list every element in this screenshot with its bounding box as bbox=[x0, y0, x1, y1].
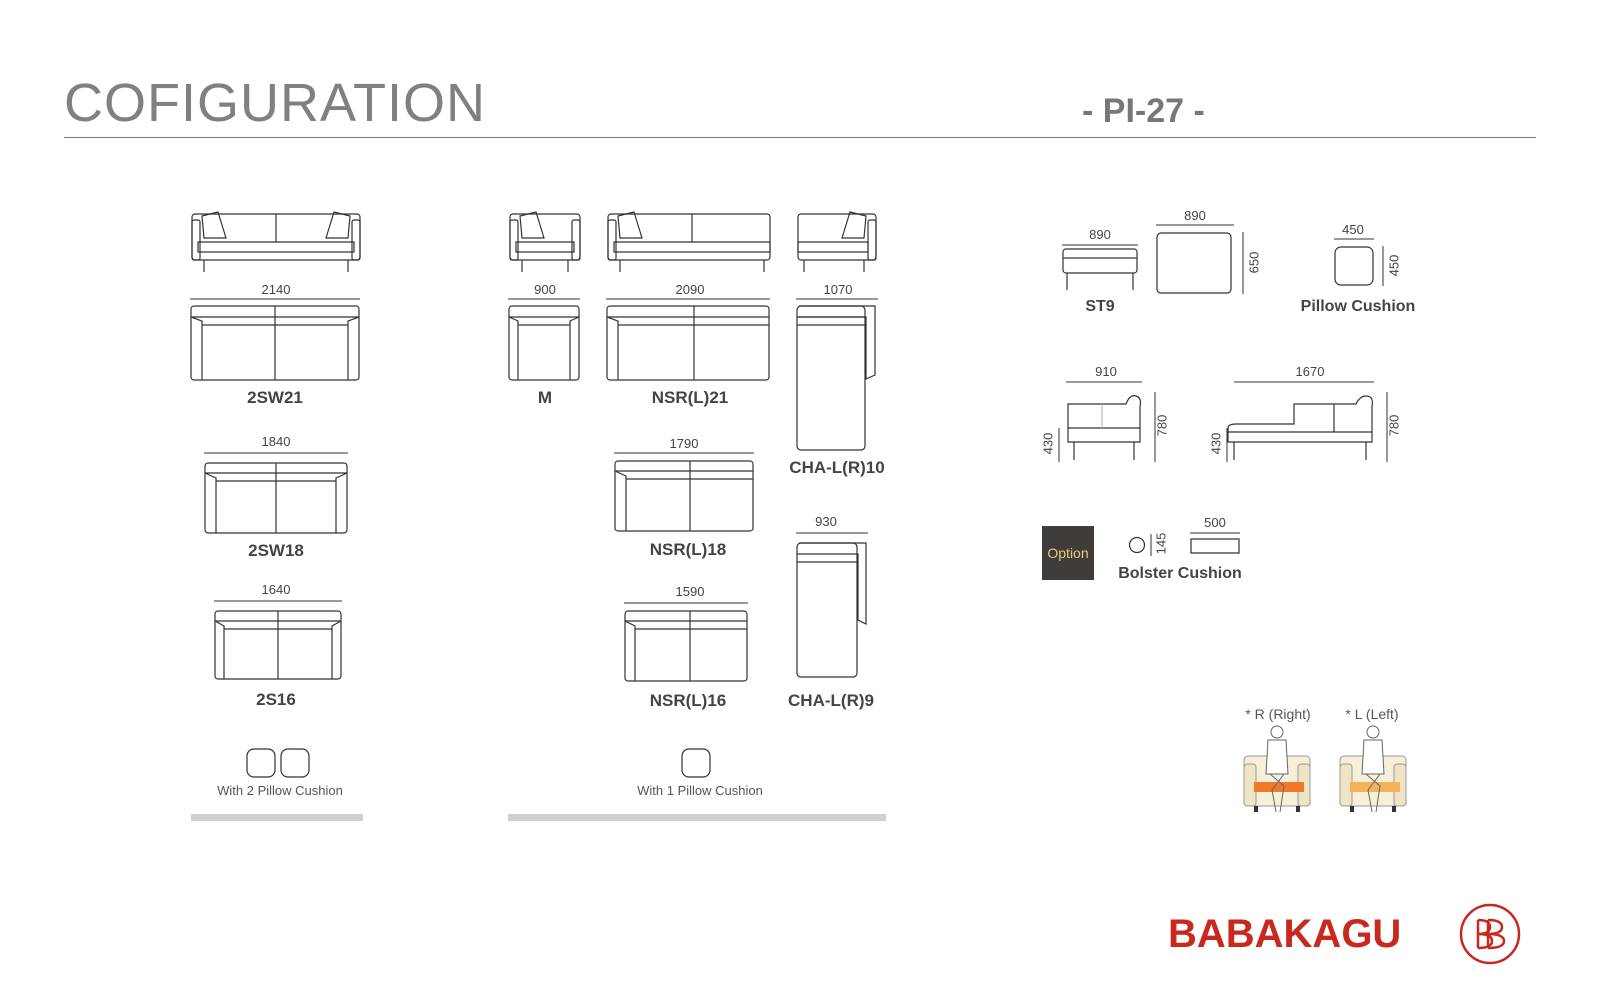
dimension-bolster-dia: 145 bbox=[1153, 532, 1169, 555]
dimension-st9-width: 890 bbox=[1184, 208, 1206, 223]
pillow-cushion-single-icon bbox=[681, 748, 711, 778]
dimension-2s16: 1640 bbox=[261, 582, 291, 597]
label-2sw21: 2SW21 bbox=[247, 388, 303, 407]
sofa-2sw18-plan-drawing bbox=[204, 462, 348, 534]
chair-m-plan-drawing bbox=[508, 305, 580, 381]
label-cha10: CHA-L(R)10 bbox=[789, 458, 885, 477]
group-underline-left bbox=[191, 814, 363, 821]
dimension-line-cha10 bbox=[796, 298, 878, 300]
dimension-side-a-height: 780 bbox=[1154, 414, 1170, 437]
dimension-bolster-length: 500 bbox=[1204, 515, 1226, 530]
dimension-side-b-seat: 430 bbox=[1208, 432, 1224, 455]
dimension-side-a-seat: 430 bbox=[1040, 432, 1056, 455]
dimension-line-side-b-height bbox=[1386, 392, 1388, 462]
bolster-end-icon bbox=[1128, 536, 1146, 554]
dimension-line-cha9 bbox=[796, 532, 868, 534]
page-title: COFIGURATION bbox=[64, 73, 486, 133]
sofa-nsr21-plan-drawing bbox=[606, 305, 770, 381]
dimension-line-nsr21 bbox=[606, 298, 770, 300]
dimension-line-2sw18 bbox=[204, 452, 348, 454]
label-orientation-right: * R (Right) bbox=[1245, 706, 1311, 722]
sofa-2sw21-front-drawing bbox=[190, 208, 362, 274]
dimension-line-m bbox=[508, 298, 580, 300]
chaise-front-drawing bbox=[796, 208, 878, 274]
bolster-side-icon bbox=[1190, 538, 1240, 554]
brand-logotype: BABAKAGU bbox=[1168, 912, 1402, 956]
dimension-line-nsr16 bbox=[624, 602, 748, 604]
dimension-side-b-width: 1670 bbox=[1295, 364, 1325, 379]
chaise-cha10-plan-drawing bbox=[796, 305, 878, 451]
label-nsr21: NSR(L)21 bbox=[651, 388, 729, 407]
model-code: - PI-27 - bbox=[1082, 92, 1205, 130]
sofa-nsr21-front-drawing bbox=[606, 208, 772, 274]
label-bolster-cushion: Bolster Cushion bbox=[1118, 565, 1242, 582]
dimension-line-side-b-width bbox=[1234, 381, 1374, 383]
dimension-line-side-a-seat bbox=[1058, 428, 1060, 462]
dimension-m: 900 bbox=[534, 282, 556, 297]
dimension-pillow-height: 450 bbox=[1386, 254, 1402, 277]
sofa-nsr18-plan-drawing bbox=[614, 460, 754, 532]
dimension-cha9: 930 bbox=[815, 514, 837, 529]
dimension-line-2s16 bbox=[214, 600, 342, 602]
dimension-line-bolster-dia bbox=[1150, 534, 1152, 556]
dimension-line-st9-depth bbox=[1242, 232, 1244, 294]
orientation-left-illustration bbox=[1336, 724, 1410, 814]
dimension-line-side-a-height bbox=[1154, 392, 1156, 462]
ottoman-st9-top-drawing bbox=[1156, 232, 1232, 294]
brand-monogram-logo bbox=[1458, 902, 1522, 966]
dimension-side-a-width: 910 bbox=[1095, 364, 1117, 379]
label-m: M bbox=[537, 388, 553, 407]
sofa-2sw21-plan-drawing bbox=[190, 305, 360, 381]
label-2sw18: 2SW18 bbox=[248, 541, 304, 560]
dimension-st9-side: 890 bbox=[1089, 227, 1111, 242]
dimension-line-st9-width bbox=[1156, 224, 1234, 226]
label-nsr18: NSR(L)18 bbox=[649, 540, 727, 559]
label-cha9: CHA-L(R)9 bbox=[788, 691, 874, 710]
pillow-cushion-drawing bbox=[1334, 246, 1374, 286]
dimension-nsr18: 1790 bbox=[669, 436, 699, 451]
sofa-nsr16-plan-drawing bbox=[624, 610, 748, 682]
label-orientation-left: * L (Left) bbox=[1345, 706, 1399, 722]
chaise-side-view-drawing bbox=[1226, 392, 1374, 462]
label-2s16: 2S16 bbox=[256, 690, 296, 709]
dimension-line-st9-side bbox=[1062, 244, 1138, 246]
dimension-2sw21: 2140 bbox=[261, 282, 291, 297]
note-two-pillows: With 2 Pillow Cushion bbox=[217, 783, 343, 798]
dimension-side-b-height: 780 bbox=[1386, 414, 1402, 437]
group-underline-middle bbox=[508, 814, 886, 821]
orientation-right-illustration bbox=[1240, 724, 1314, 814]
dimension-line-pillow-width bbox=[1334, 238, 1374, 240]
label-nsr16: NSR(L)16 bbox=[649, 691, 727, 710]
dimension-line-pillow-height bbox=[1382, 246, 1384, 286]
option-badge: Option bbox=[1042, 526, 1094, 580]
title-divider bbox=[64, 137, 1536, 138]
note-one-pillow: With 1 Pillow Cushion bbox=[637, 783, 763, 798]
label-st9: ST9 bbox=[1085, 298, 1115, 315]
ottoman-st9-side-drawing bbox=[1062, 248, 1138, 292]
sofa-side-view-drawing bbox=[1066, 392, 1142, 462]
dimension-nsr16: 1590 bbox=[675, 584, 705, 599]
dimension-nsr21: 2090 bbox=[675, 282, 705, 297]
label-pillow-cushion: Pillow Cushion bbox=[1300, 298, 1416, 315]
dimension-pillow-width: 450 bbox=[1342, 222, 1364, 237]
chaise-cha9-plan-drawing bbox=[796, 542, 868, 678]
dimension-2sw18: 1840 bbox=[261, 434, 291, 449]
dimension-line-2sw21 bbox=[190, 298, 360, 300]
chair-m-front-drawing bbox=[508, 208, 582, 274]
dimension-line-side-a-width bbox=[1066, 381, 1142, 383]
dimension-line-nsr18 bbox=[614, 452, 754, 454]
dimension-cha10: 1070 bbox=[823, 282, 853, 297]
dimension-line-side-b-seat bbox=[1226, 428, 1228, 462]
dimension-st9-depth: 650 bbox=[1246, 251, 1262, 274]
pillow-cushion-pair-icon bbox=[246, 748, 310, 778]
sofa-2s16-plan-drawing bbox=[214, 610, 342, 680]
dimension-line-bolster-length bbox=[1190, 532, 1240, 534]
